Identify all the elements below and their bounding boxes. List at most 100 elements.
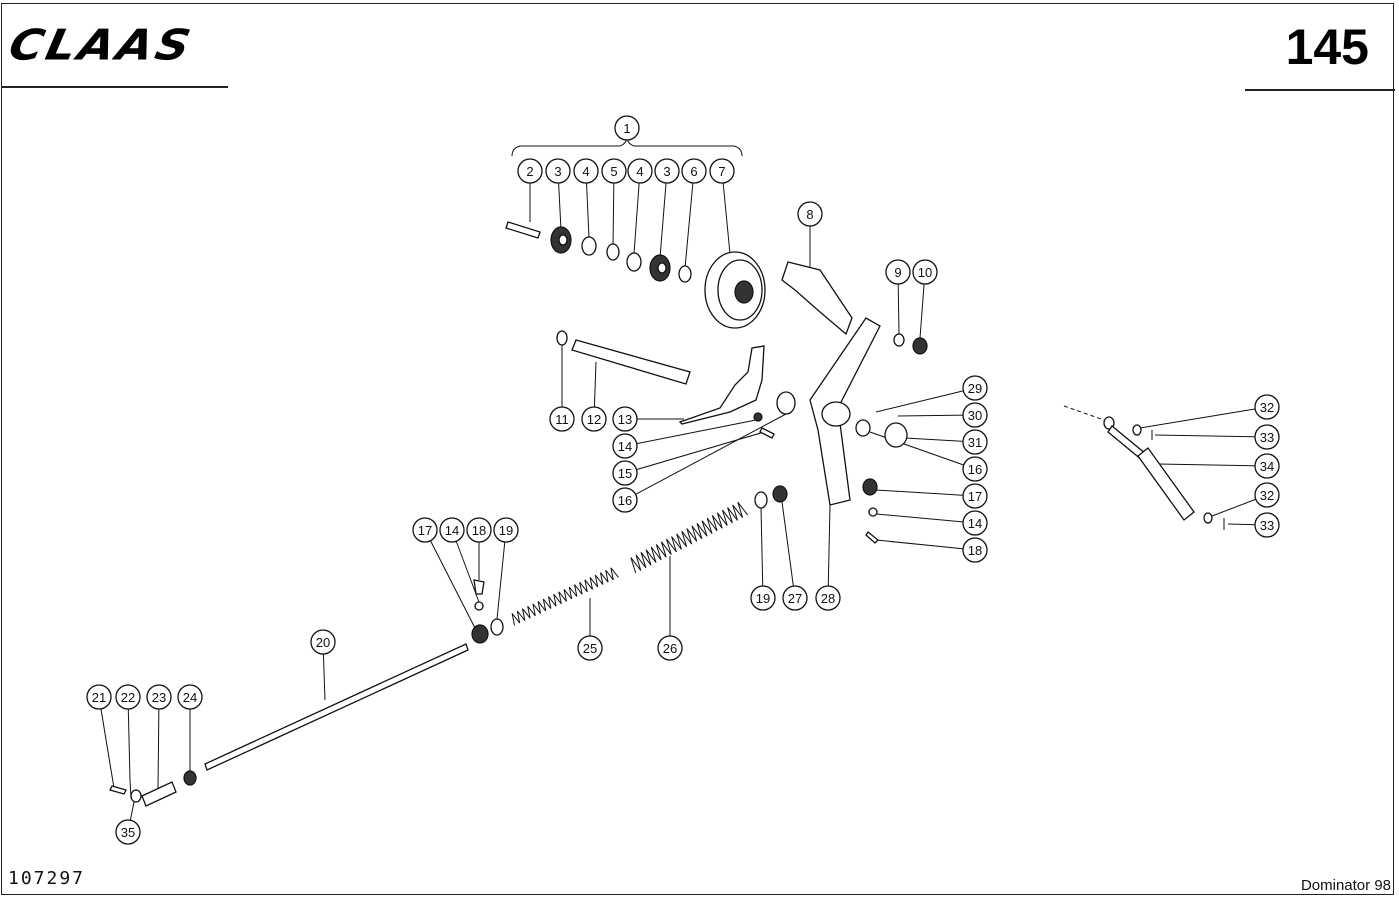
- leader-line-17: [424, 529, 477, 631]
- callout-29: 29: [962, 375, 988, 401]
- part-11-washer: [556, 330, 568, 346]
- callout-32: 32: [1254, 482, 1280, 508]
- callout-label: 18: [472, 523, 486, 538]
- part-32-washer: [1132, 424, 1142, 436]
- callout-3: 3: [654, 158, 680, 184]
- part-15-bolt: [759, 427, 775, 439]
- callout-10: 10: [912, 259, 938, 285]
- leader-line-27: [781, 501, 796, 599]
- part-35-washer: [130, 789, 142, 803]
- leader-line-18: [875, 539, 976, 551]
- callout-33: 33: [1254, 424, 1280, 450]
- part-8-guard: [781, 261, 853, 336]
- callout-label: 14: [968, 516, 982, 531]
- leader-line-3: [659, 170, 668, 259]
- callout-label: 10: [918, 265, 932, 280]
- leader-lines: [98, 170, 1268, 833]
- part-9-washer: [893, 333, 905, 347]
- callout-label: 32: [1260, 488, 1274, 503]
- callout-label: 16: [618, 493, 632, 508]
- callout-label: 33: [1260, 430, 1274, 445]
- callout-8: 8: [797, 201, 823, 227]
- part-12-shaft: [571, 339, 691, 385]
- callout-label: 3: [663, 164, 670, 179]
- callout-label: 35: [121, 825, 135, 840]
- callout-16: 16: [962, 456, 988, 482]
- leader-line-4: [633, 170, 641, 255]
- callout-35: 35: [115, 819, 141, 845]
- callout-7: 7: [709, 158, 735, 184]
- callout-2: 2: [517, 158, 543, 184]
- group-1-bracket: [511, 137, 743, 157]
- callout-label: 32: [1260, 400, 1274, 415]
- callout-21: 21: [86, 684, 112, 710]
- callout-label: 34: [1260, 459, 1274, 474]
- callout-18: 18: [466, 517, 492, 543]
- callout-1: 1: [614, 115, 640, 141]
- part-21-bolt: [109, 785, 127, 795]
- part-2-bolt: [505, 221, 541, 239]
- part-24-nut: [183, 770, 197, 786]
- callout-14: 14: [962, 510, 988, 536]
- leader-line-29: [875, 387, 976, 413]
- callout-label: 30: [968, 408, 982, 423]
- callout-32: 32: [1254, 394, 1280, 420]
- part-28-swing-arm: [809, 317, 881, 506]
- leader-line-33: [1154, 434, 1268, 438]
- leader-line-19: [760, 507, 764, 599]
- part-13-lever: [678, 345, 765, 425]
- part-34-strut-body: [1137, 447, 1195, 521]
- callout-label: 14: [445, 523, 459, 538]
- part-26-spring: [630, 501, 749, 574]
- callout-label: 8: [806, 207, 813, 222]
- leader-line-6: [684, 170, 695, 269]
- callout-12: 12: [581, 406, 607, 432]
- part-10-nut: [912, 337, 928, 355]
- leader-line-21: [98, 696, 115, 789]
- callout-label: 24: [183, 690, 197, 705]
- callout-3: 3: [545, 158, 571, 184]
- callout-20: 20: [310, 629, 336, 655]
- part-16-bushing-b: [855, 419, 871, 437]
- part-5-spacer: [606, 243, 620, 261]
- callout-11: 11: [549, 406, 575, 432]
- leader-line-14: [451, 529, 480, 603]
- callout-label: 19: [499, 523, 513, 538]
- callout-17: 17: [962, 483, 988, 509]
- callout-13: 13: [612, 406, 638, 432]
- callout-label: 31: [968, 435, 982, 450]
- callout-17: 17: [412, 517, 438, 543]
- callout-14: 14: [612, 433, 638, 459]
- callout-label: 3: [554, 164, 561, 179]
- part-27-nut: [772, 485, 788, 503]
- leader-line-22: [127, 696, 131, 781]
- leader-line-32: [1139, 406, 1268, 429]
- callout-31: 31: [962, 429, 988, 455]
- part-20-rod: [204, 643, 469, 771]
- callout-19: 19: [493, 517, 519, 543]
- callout-24: 24: [177, 684, 203, 710]
- callout-label: 9: [894, 265, 901, 280]
- part-19-washer-b: [490, 618, 504, 636]
- callout-25: 25: [577, 635, 603, 661]
- part-17-nut-b: [471, 624, 489, 644]
- leader-line-14: [624, 419, 757, 447]
- callout-label: 11: [555, 412, 569, 427]
- page-number: 145: [1285, 19, 1369, 75]
- callout-16: 16: [612, 487, 638, 513]
- leader-line-28: [827, 504, 831, 599]
- callout-19: 19: [750, 585, 776, 611]
- callout-label: 15: [618, 466, 632, 481]
- part-shapes: [109, 137, 1225, 807]
- leader-line-23: [157, 696, 160, 791]
- leader-line-14: [875, 513, 976, 524]
- leader-line-17: [875, 489, 976, 497]
- drawing-number: 107297: [8, 868, 86, 889]
- callout-label: 2: [526, 164, 533, 179]
- callout-4: 4: [627, 158, 653, 184]
- part-31-roller: [884, 422, 908, 448]
- callout-6: 6: [681, 158, 707, 184]
- callout-label: 5: [610, 164, 617, 179]
- part-18-bolt: [865, 531, 879, 544]
